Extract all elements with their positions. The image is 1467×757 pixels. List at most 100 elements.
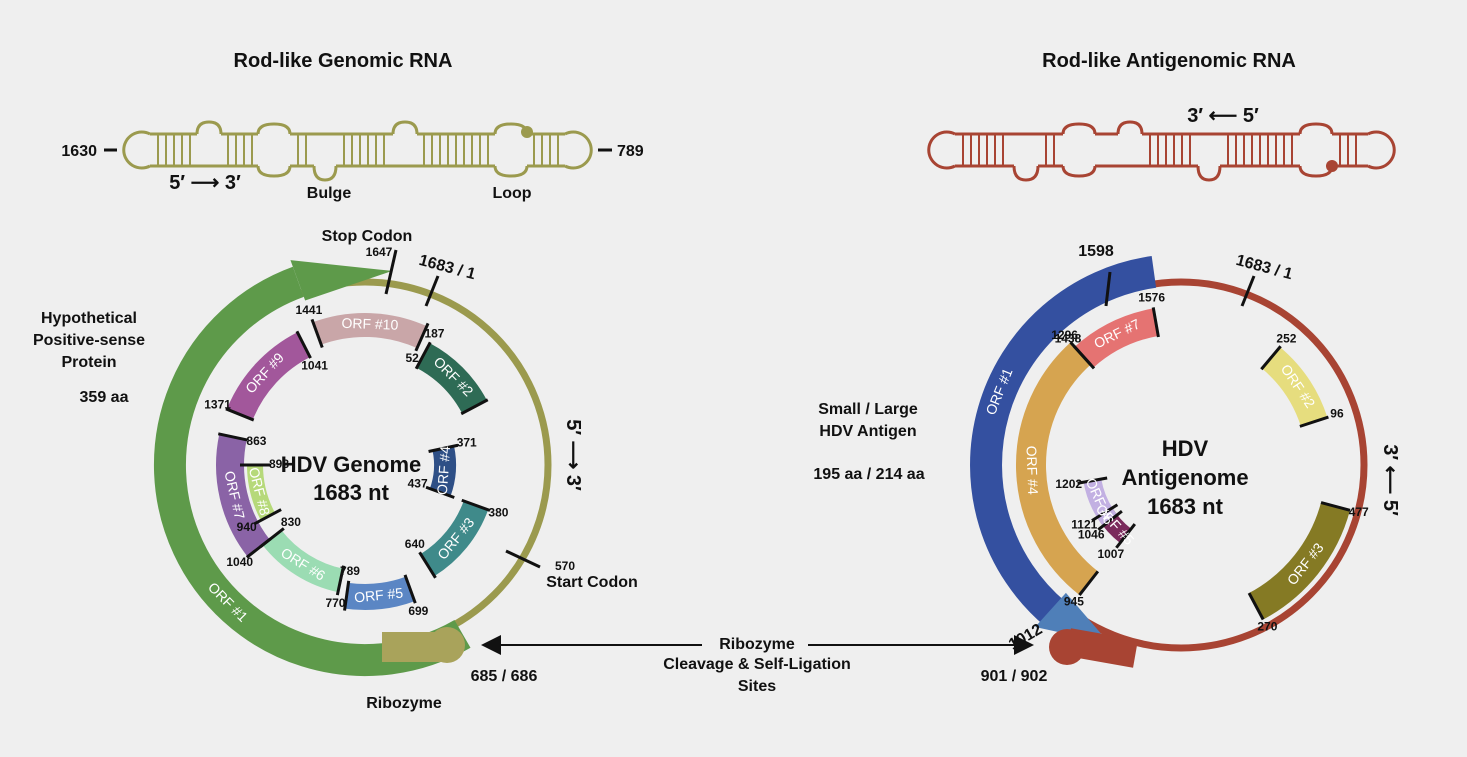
orf7-end-tick (217, 432, 248, 442)
genome-orf2-arc (416, 343, 487, 414)
orf10-end-tick (414, 322, 430, 352)
start-codon-label: Start Codon (546, 574, 638, 591)
genome-orf1-arrowhead (290, 260, 393, 301)
orf7-end-number: 863 (246, 434, 266, 448)
antigenome-origin-label: 1683 / 1 (1234, 252, 1294, 283)
antigenome-center-line3: 1683 nt (1147, 494, 1223, 519)
orf5-start-number: 699 (408, 604, 428, 618)
genomic-rod-rungs (157, 134, 559, 166)
orf10-start-number: 1441 (296, 303, 323, 317)
genome-orf7-arc (216, 433, 270, 557)
antigenome-direction: 3′ ⟵ 5′ (1379, 444, 1401, 516)
antigenome-ribozyme-dot (1049, 629, 1085, 665)
orf9-end-tick (295, 330, 312, 359)
antigenome-side-line1: Small / Large (818, 401, 918, 418)
antigenome-1598-tick (1104, 271, 1112, 307)
orf4-start-number: 371 (457, 436, 477, 450)
a_orf4-label: ORF #4 (1024, 445, 1042, 495)
antigenome-side-line2: HDV Antigen (819, 423, 916, 440)
antigenome-circle (970, 256, 1368, 668)
genome-orf6-arc (262, 529, 344, 593)
genome-orf4-arc (429, 446, 457, 497)
marker-1647: 1647 (366, 245, 393, 259)
ribozyme-link-line3: Sites (738, 678, 776, 695)
orf8-end-number: 898 (269, 457, 289, 471)
a_orf4-end-number: 945 (1064, 594, 1084, 608)
a_orf1-start-number: 1598 (1078, 243, 1114, 260)
orf5-start-tick (403, 574, 417, 604)
genomic-direction: 5′ ⟶ 3′ (169, 172, 241, 194)
genome-orf9-arc (226, 332, 311, 421)
orf10-end-number: 52 (406, 351, 420, 365)
a_orf6-start-number: 1202 (1055, 477, 1082, 491)
orf8-start-tick (253, 508, 282, 526)
antigenome-center-line1: HDV (1162, 436, 1209, 461)
orf7-start-number: 1040 (226, 555, 253, 569)
a_orf6-end-number: 1046 (1078, 527, 1105, 541)
a_orf2-end-tick (1299, 415, 1329, 428)
a_orf3-end-number: 477 (1349, 505, 1369, 519)
orf2-start-number: 187 (424, 326, 444, 340)
a_orf5-end-tick (1091, 503, 1119, 522)
antigenome-orf1-arc (970, 256, 1157, 627)
genome-ribozyme-label: Ribozyme (366, 695, 442, 712)
orf5-end-number: 789 (340, 564, 360, 578)
antigenomic-direction: 3′ ⟵ 5′ (1187, 105, 1259, 127)
a_orf3-start-tick (1320, 501, 1351, 512)
orf6-start-tick (335, 565, 346, 596)
orf3-start-tick (461, 498, 491, 512)
antigenome-orf2-arc (1261, 347, 1328, 427)
orf9-end-number: 1041 (301, 358, 328, 372)
a_orf2-start-tick (1260, 345, 1282, 371)
orf6-end-number: 830 (281, 515, 301, 529)
genome-center-line1: HDV Genome (281, 452, 422, 477)
genomic-rna-title: Rod-like Genomic RNA (234, 50, 453, 72)
orf10-start-tick (310, 318, 324, 349)
genome-side-line2: Positive-sense (33, 332, 145, 349)
orf4-start-tick (428, 443, 459, 453)
origin-tick (424, 275, 440, 307)
a_orf6-start-tick (1097, 509, 1123, 531)
antigenome-ribozyme-block (1066, 628, 1138, 668)
genome-side-line3: Protein (61, 354, 116, 371)
bulge-label: Bulge (307, 185, 352, 202)
orf2-end-tick (460, 398, 489, 416)
genome-orf5-arc (344, 576, 415, 610)
antigenomic-rod-rungs (962, 134, 1357, 166)
orf4-end-number: 437 (408, 476, 428, 490)
loop-dot (521, 126, 533, 138)
antigenomic-rna-title: Rod-like Antigenomic RNA (1042, 50, 1296, 72)
orf10-label: ORF #10 (341, 315, 399, 333)
antigenome-orf4-arc (1016, 342, 1099, 596)
orf3-start-number: 380 (488, 506, 508, 520)
genome-orf3-arc (420, 500, 489, 577)
a_orf7-start-tick (1072, 345, 1096, 370)
orf7-start-tick (245, 537, 272, 559)
genome-center-line2: 1683 nt (313, 480, 389, 505)
antigenome-origin-tick (1240, 275, 1256, 307)
a_orf7-end-number: 1438 (1055, 332, 1082, 346)
a_orf5-end-number: 1007 (1097, 547, 1124, 561)
genome-origin-label: 1683 / 1 (417, 252, 477, 283)
orf4-end-tick (425, 485, 455, 499)
antigenomic-loop-dot (1326, 160, 1338, 172)
orf3-end-tick (418, 551, 437, 579)
orf2-start-tick (414, 341, 432, 370)
genome-ribozyme-dot (429, 627, 465, 663)
genome-orf10-arc (313, 312, 427, 349)
orf9-start-tick (225, 407, 255, 422)
orf3-end-number: 640 (405, 537, 425, 551)
antigenome-ribozyme-position: 901 / 902 (981, 668, 1048, 685)
genomic-right-number: 789 (617, 143, 644, 160)
a_orf6-end-tick (1077, 476, 1108, 485)
antigenomic-rod (927, 120, 1396, 182)
a_orf7-end-tick (1151, 307, 1160, 338)
genome-circle (153, 249, 552, 677)
antigenome-orf3-arc (1248, 502, 1350, 620)
genome-side-line1: Hypothetical (41, 310, 137, 327)
a_orf3-start-number: 270 (1257, 620, 1277, 634)
antigenome-center-line2: Antigenome (1121, 465, 1248, 490)
a_orf5-start-number: 1121 (1071, 518, 1097, 532)
a_orf4-start-tick (1078, 570, 1100, 596)
